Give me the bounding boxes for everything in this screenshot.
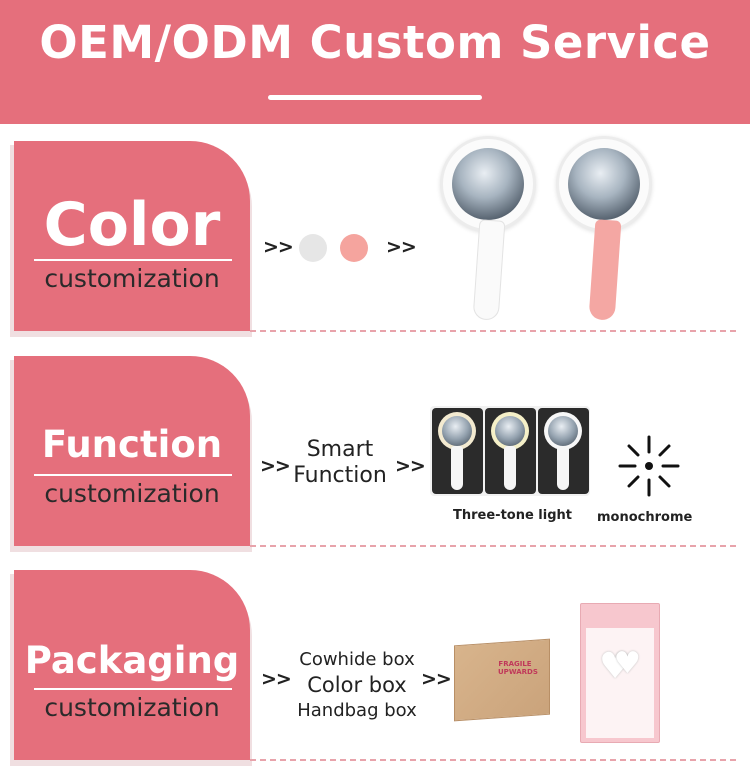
packaging-option-cowhide: Cowhide box — [299, 649, 415, 670]
color-tab — [14, 141, 250, 331]
box-fragile-label: FRAGILE UPWARDS — [498, 660, 538, 676]
packaging-title-line — [34, 688, 232, 690]
arrow-indicator: >> — [260, 455, 291, 477]
function-title: Function — [41, 423, 223, 466]
arrow-indicator: >> — [395, 455, 426, 477]
function-subtitle: customization — [44, 479, 220, 508]
function-label: Function — [293, 463, 387, 488]
section-divider — [250, 330, 736, 332]
arrow-indicator: >> — [261, 668, 292, 690]
white-swatch — [299, 234, 327, 262]
packaging-option-handbag: Handbag box — [297, 700, 417, 721]
header-banner — [0, 0, 750, 124]
page-title: OEM/ODM Custom Service — [39, 16, 711, 69]
function-tab — [14, 356, 250, 546]
color-box-window — [586, 628, 654, 738]
section-divider — [250, 545, 736, 547]
smart-label: Smart — [306, 437, 374, 462]
packaging-title: Packaging — [24, 639, 240, 682]
color-title: Color — [43, 190, 221, 260]
packaging-option-colorbox: Color box — [307, 673, 407, 697]
color-subtitle: customization — [44, 264, 220, 293]
arrow-indicator: >> — [263, 236, 294, 258]
packaging-tab — [14, 570, 250, 760]
arrow-indicator: >> — [421, 668, 452, 690]
three-tone-caption: Three-tone light — [453, 508, 572, 523]
function-title-line — [34, 474, 232, 476]
title-underline — [268, 95, 482, 100]
cowhide-box-image — [454, 638, 550, 722]
monochrome-caption: monochrome — [597, 510, 693, 525]
heart-mirror-image-2: ♥ — [614, 646, 641, 681]
arrow-indicator: >> — [386, 236, 417, 258]
heart-mirror-image: ♥ — [599, 646, 632, 687]
light-burst-icon — [618, 435, 680, 497]
packaging-subtitle: customization — [44, 693, 220, 722]
pink-swatch — [340, 234, 368, 262]
color-title-line — [34, 259, 232, 261]
section-divider — [250, 759, 736, 761]
